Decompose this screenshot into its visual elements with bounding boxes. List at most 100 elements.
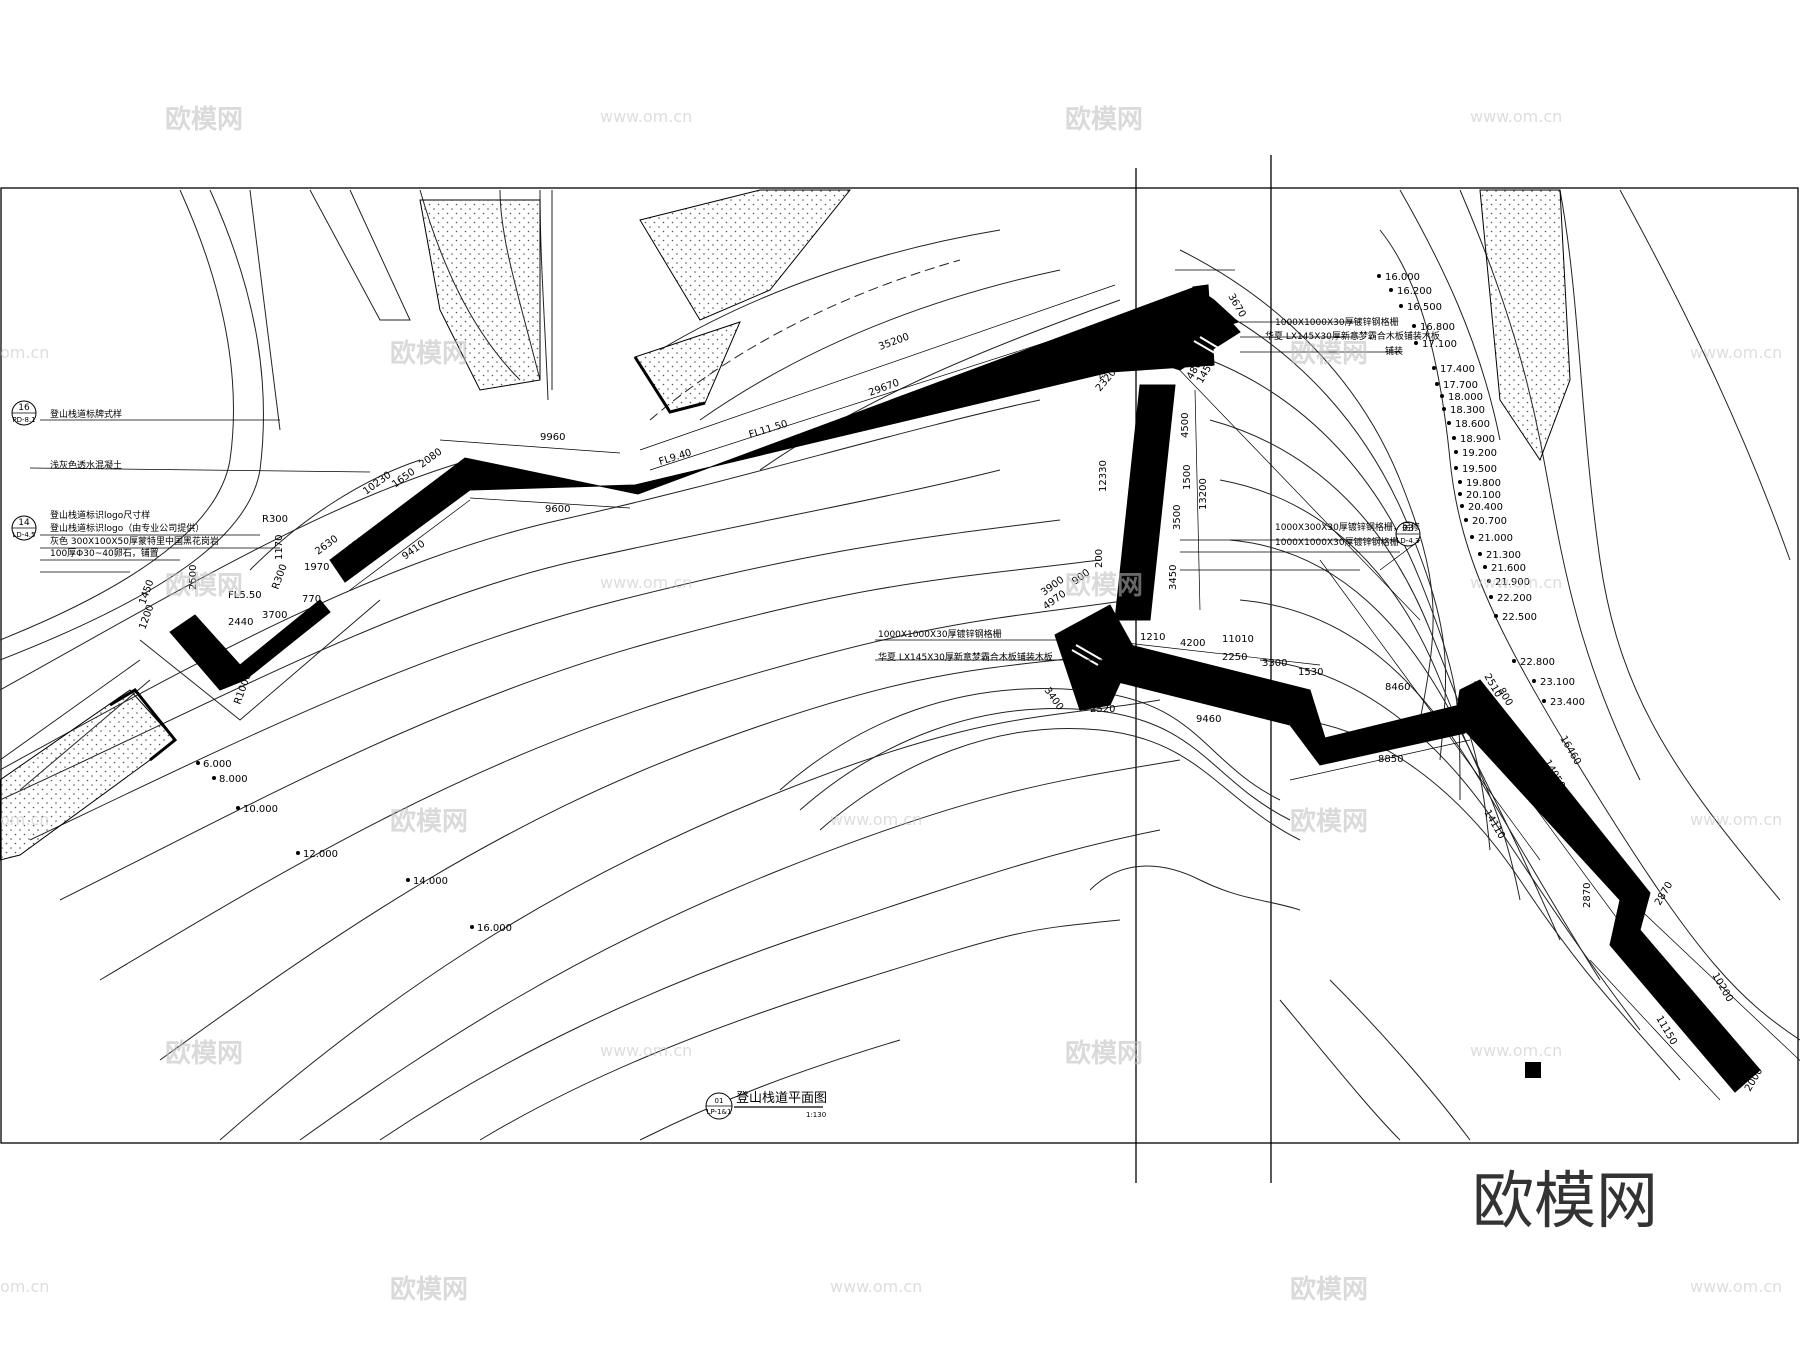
- dim-2440: 2440: [228, 617, 253, 628]
- elevation-point-marker: [1442, 407, 1446, 411]
- elevation-label-right: 20.100: [1466, 490, 1501, 501]
- watermark-url: www.om.cn: [1690, 810, 1782, 829]
- callout-03: 03 LD-4.3: [1395, 521, 1421, 547]
- watermark-logo: 欧模网: [1290, 338, 1368, 369]
- note-granite: 灰色 300X100X50厚蒙特里中国黑花岗岩: [50, 535, 219, 547]
- brand-logo-text: 欧模网: [1472, 1164, 1658, 1237]
- dim-2870-a: 2870: [1582, 883, 1593, 908]
- dim-1500: 1500: [1182, 465, 1193, 490]
- elev-left-5: 14.000: [413, 876, 448, 887]
- elev-left-2: 8.000: [219, 774, 248, 785]
- elevation-point-marker: [1414, 341, 1418, 345]
- note-spec-g: 华夏 LX145X30厚新意梦霸合木板铺装木板: [878, 651, 1053, 663]
- drawing-title: 登山栈道平面图: [736, 1091, 827, 1106]
- elevation-point-marker: [1452, 436, 1456, 440]
- dim-2080: 2080: [417, 447, 444, 471]
- watermark-url: www.om.cn: [1690, 1277, 1782, 1296]
- dim-2500: 2500: [188, 565, 199, 590]
- dim-2870-b: 2870: [1653, 880, 1675, 908]
- dim-3450: 3450: [1168, 565, 1179, 590]
- planting-area-top-mid: [639, 189, 852, 321]
- dim-16460: 16460: [1557, 734, 1582, 767]
- dim-9960: 9960: [540, 432, 565, 443]
- watermark-url: om.cn: [0, 343, 49, 362]
- elevation-point-marker: [1532, 679, 1536, 683]
- watermark-logo: 欧模网: [1065, 1038, 1143, 1069]
- note-spec-f: 1000X1000X30厚镀锌钢格栅: [878, 628, 1002, 640]
- grating-marks: [1071, 336, 1226, 666]
- dim-770: 770: [302, 594, 321, 605]
- elevation-label-right: 19.200: [1462, 448, 1497, 459]
- elev-left-6: 16.000: [477, 923, 512, 934]
- callout-16-text: 登山栈道标牌式样: [50, 408, 122, 420]
- watermark-url: om.cn: [0, 810, 49, 829]
- planting-area-upper-left: [419, 199, 541, 391]
- watermark-url: www.om.cn: [1470, 107, 1562, 126]
- watermark-url: www.om.cn: [1690, 343, 1782, 362]
- elevation-label-right: 21.600: [1491, 563, 1526, 574]
- elevation-point-marker: [1399, 304, 1403, 308]
- elev-left-3: 10.000: [243, 804, 278, 815]
- elevation-point-marker: [1454, 450, 1458, 454]
- watermark-url: www.om.cn: [1470, 573, 1562, 592]
- note-logo: 登山栈道标识logo（由专业公司提供）: [50, 522, 204, 534]
- callout-03-number: 03: [1402, 524, 1413, 534]
- watermark-logo: 欧模网: [1290, 1274, 1368, 1305]
- elevation-label-right: 18.600: [1455, 419, 1490, 430]
- dim-8850: 8850: [1378, 754, 1403, 765]
- dim-2630: 2630: [313, 534, 340, 558]
- callout-14: 14 LD-4.5 登山栈道标识logo尺寸样: [11, 509, 150, 541]
- dim-2250: 2250: [1222, 652, 1247, 663]
- elevation-label-right: 17.100: [1422, 339, 1457, 350]
- survey-marker: [1525, 1062, 1541, 1078]
- boardwalk-segment-3: [1109, 639, 1486, 766]
- elevation-point-marker: [1512, 659, 1516, 663]
- elevation-label-right: 21.300: [1486, 550, 1521, 561]
- elevations-right: 16.00016.20016.50016.80017.10017.40017.7…: [1377, 272, 1585, 708]
- elevation-point-marker: [1460, 504, 1464, 508]
- elevation-point-marker: [1412, 324, 1416, 328]
- elevations-left: 6.000 8.000 10.000 12.000 14.000 16.000: [196, 759, 512, 934]
- elevation-point-marker: [1542, 699, 1546, 703]
- watermark-url: www.om.cn: [1470, 1041, 1562, 1060]
- watermark-logo: 欧模网: [165, 1038, 243, 1069]
- drawing-title-block: 01 LP-1&1 登山栈道平面图 1:130: [705, 1091, 827, 1120]
- fl-label-2: FL9.40: [658, 448, 693, 468]
- dim-14110: 14110: [1481, 808, 1506, 841]
- dim-3500: 3500: [1172, 505, 1183, 530]
- dim-200: 200: [1094, 549, 1105, 568]
- elevation-point-marker: [1494, 614, 1498, 618]
- callout-14-ref: LD-4.5: [13, 531, 36, 539]
- callout-16-number: 16: [18, 403, 30, 413]
- watermark-url: www.om.cn: [830, 1277, 922, 1296]
- elevation-point-marker: [1454, 466, 1458, 470]
- dim-1200: 1200: [137, 603, 156, 631]
- dim-2520: 2520: [1090, 704, 1115, 715]
- sheet-reference: LP-1&1: [707, 1108, 732, 1116]
- note-spec-c: 1000X300X30厚镀锌钢格栅，另修: [1275, 521, 1420, 533]
- watermark-url: om.cn: [0, 1277, 49, 1296]
- elevation-label-right: 16.500: [1407, 302, 1442, 313]
- elevation-label-right: 22.200: [1497, 593, 1532, 604]
- boardwalk-entry: [169, 599, 331, 691]
- elevation-label-right: 23.100: [1540, 677, 1575, 688]
- elevation-label-right: 17.700: [1443, 380, 1478, 391]
- dim-35200: 35200: [877, 332, 911, 353]
- dim-r300-a: R300: [262, 514, 288, 525]
- elevation-point-marker: [1458, 492, 1462, 496]
- elevation-point-marker: [1470, 535, 1474, 539]
- elevation-label-right: 16.200: [1397, 286, 1432, 297]
- elevation-point-marker: [1489, 595, 1493, 599]
- boardwalk-segment-4: [1454, 679, 1761, 1093]
- watermark-logo: 欧模网: [390, 806, 468, 837]
- dim-3300: 3300: [1262, 658, 1287, 669]
- dim-29670: 29670: [867, 378, 901, 399]
- watermark-url: www.om.cn: [830, 810, 922, 829]
- dim-4500: 4500: [1180, 413, 1191, 438]
- note-spec-b: 华夏 LX145X30厚新意梦霸合木板铺装木板: [1265, 330, 1440, 342]
- dim-3700: 3700: [262, 610, 287, 621]
- elevation-label-right: 18.300: [1450, 405, 1485, 416]
- elevation-label-right: 18.000: [1448, 392, 1483, 403]
- fl-label-1: FL5.50: [228, 590, 262, 601]
